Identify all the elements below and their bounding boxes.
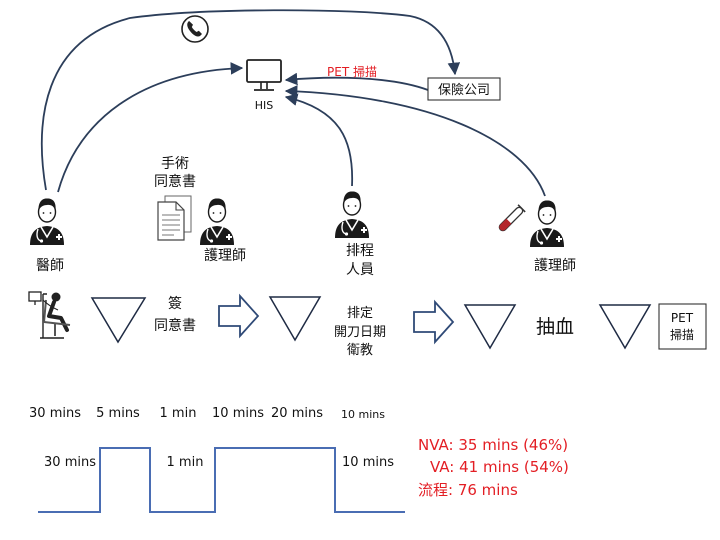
step-pet-scan-line-2: 掃描 bbox=[670, 327, 694, 342]
timeline-va-label: 10 mins bbox=[342, 455, 394, 470]
role-scheduler-label-line-2: 人員 bbox=[346, 262, 374, 278]
step-schedule-surgery-line-3: 衛教 bbox=[347, 342, 373, 358]
nurse-icon bbox=[529, 199, 565, 247]
step-time: 5 mins bbox=[96, 406, 140, 421]
phone-icon bbox=[181, 15, 209, 43]
test-tube-icon bbox=[498, 204, 526, 232]
role-doctor-label: 醫師 bbox=[36, 258, 64, 274]
timeline-va-label: 30 mins bbox=[44, 455, 96, 470]
patient-chair-icon bbox=[28, 291, 71, 339]
pet-scan-step-box: PET 掃描 bbox=[658, 303, 707, 350]
inventory-triangle-icon bbox=[268, 296, 322, 342]
scheduler-to-his-arrow bbox=[284, 93, 354, 187]
step-time: 30 mins bbox=[29, 406, 81, 421]
step-pet-scan-line-1: PET bbox=[671, 311, 694, 325]
summary-va: VA: 41 mins (54%) bbox=[430, 458, 569, 476]
summary-nva: NVA: 35 mins (46%) bbox=[418, 436, 568, 454]
step-schedule-surgery-line-2: 開刀日期 bbox=[334, 325, 386, 340]
timeline-ladder bbox=[38, 447, 405, 513]
doctor-icon bbox=[29, 197, 65, 245]
step-schedule-surgery-line-1: 排定 bbox=[347, 306, 373, 321]
insurance-company-label: 保險公司 bbox=[438, 83, 490, 98]
scheduler-icon bbox=[334, 190, 370, 238]
step-sign-consent-line-1: 簽 bbox=[168, 295, 182, 312]
role-scheduler-label-line-1: 排程 bbox=[346, 243, 374, 259]
role-nurse-2-label: 護理師 bbox=[534, 258, 576, 274]
document-icon bbox=[157, 195, 192, 241]
insurance-company-box: 保險公司 bbox=[427, 77, 501, 101]
step-time: 10 mins bbox=[341, 408, 385, 421]
doctor-to-insurance-arrow bbox=[41, 9, 461, 191]
insurance-to-his-arrow bbox=[284, 72, 429, 91]
surgery-consent-label-line-2: 同意書 bbox=[154, 173, 196, 190]
inventory-triangle-icon bbox=[598, 304, 652, 350]
step-sign-consent-line-2: 同意書 bbox=[154, 317, 196, 334]
timeline-va-label: 1 min bbox=[167, 455, 204, 470]
step-time: 20 mins bbox=[271, 406, 323, 421]
step-time: 1 min bbox=[160, 406, 197, 421]
role-nurse-1-label: 護理師 bbox=[204, 248, 246, 264]
surgery-consent-label-line-1: 手術 bbox=[161, 156, 189, 172]
step-blood-draw-label: 抽血 bbox=[536, 316, 574, 338]
computer-icon bbox=[246, 59, 282, 91]
inventory-triangle-icon bbox=[463, 304, 517, 350]
push-arrow-icon bbox=[218, 293, 260, 339]
summary-lead-time: 流程: 76 mins bbox=[418, 481, 518, 499]
step-time: 10 mins bbox=[212, 406, 264, 421]
pet-scan-request-label: PET 掃描 bbox=[327, 64, 377, 79]
nurse-to-his-arrow bbox=[284, 85, 546, 197]
his-label: HIS bbox=[255, 99, 274, 112]
inventory-triangle-icon bbox=[90, 297, 147, 344]
doctor-to-his-arrow bbox=[57, 62, 244, 193]
push-arrow-icon bbox=[413, 299, 455, 345]
nurse-icon bbox=[199, 197, 235, 245]
